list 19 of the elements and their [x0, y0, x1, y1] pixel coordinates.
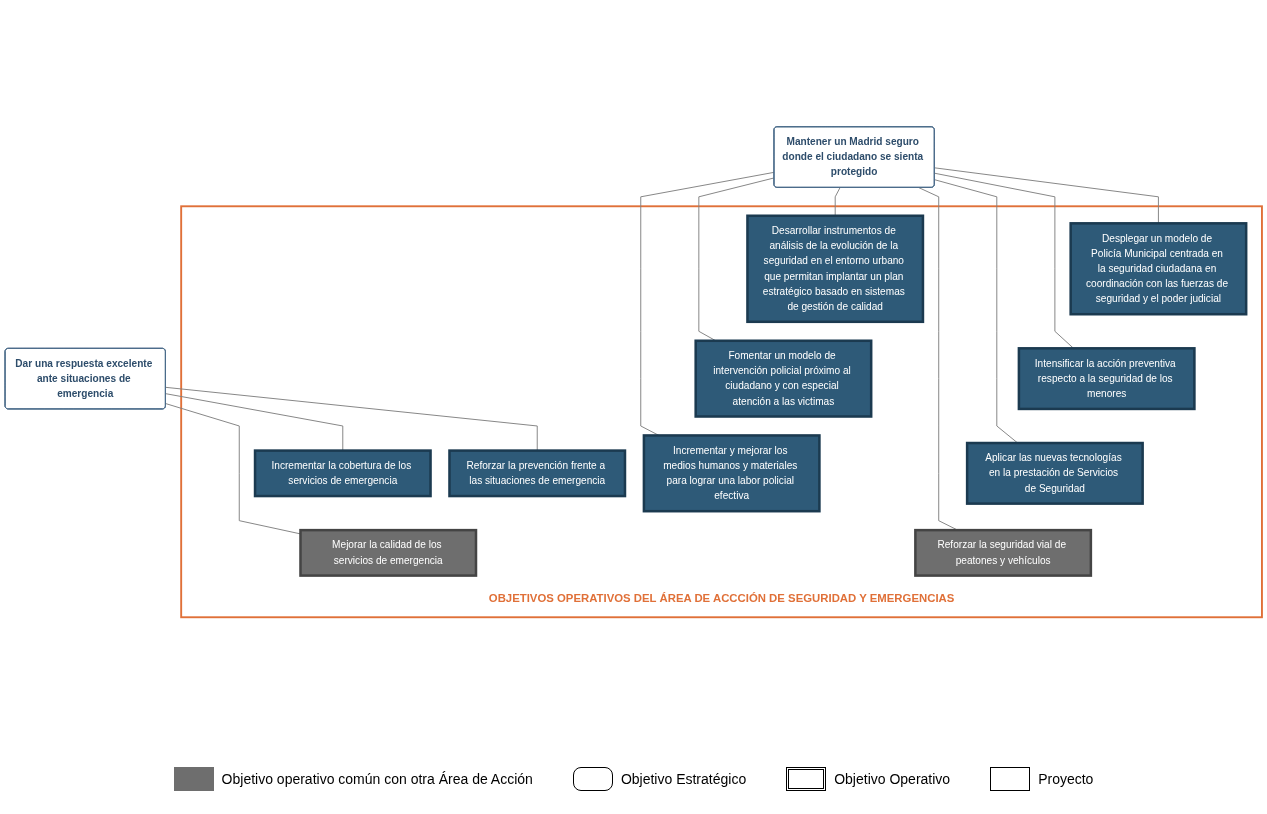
connector [165, 403, 301, 535]
legend-text: Objetivo Estratégico [620, 771, 747, 787]
node-box: Aplicar las nuevas tecnologías en la prestación de Servicios de Seguridad [965, 441, 1144, 505]
legend-text: Proyecto [1038, 771, 1094, 787]
node-box: Intensificar la acción preventiva respecto a la seguridad de los menores [1017, 347, 1196, 411]
node-box: Fomentar un modelo de intervención policial próximo al ciudadano y con especial atención a las victimas [694, 339, 873, 418]
node-box: Desarrollar instrumentos de análisis de la evolución de la seguridad en el entorno urbano que permitan implantar un plan estratégico basado en sistemas de gestión de calidad [746, 214, 925, 324]
node-box: Reforzar la seguridad vial de peatones y vehículos [914, 528, 1093, 577]
node-box: Reforzar la prevención frente a las situaciones de emergencia [448, 449, 627, 498]
node-box: Incrementar la cobertura de los servicios de emergencia [253, 449, 432, 498]
node-box: Mejorar la calidad de los servicios de emergencia [299, 528, 478, 577]
connector [640, 171, 775, 436]
node-box: Desplegar un modelo de Policía Municipal centrada en la seguridad ciudadana en coordinación con las fuerzas de seguridad y el poder judicial [1069, 222, 1248, 316]
legend-text: Objetivo Operativo [834, 771, 951, 787]
connector [934, 179, 1019, 444]
connector [934, 167, 1159, 224]
node-box: Incrementar y mejorar los medios humanos y materiales para lograr una labor policial efectiva [642, 434, 821, 513]
legend-text: Objetivo operativo común con otra Área de Acción [221, 771, 533, 787]
connector [934, 172, 1074, 349]
